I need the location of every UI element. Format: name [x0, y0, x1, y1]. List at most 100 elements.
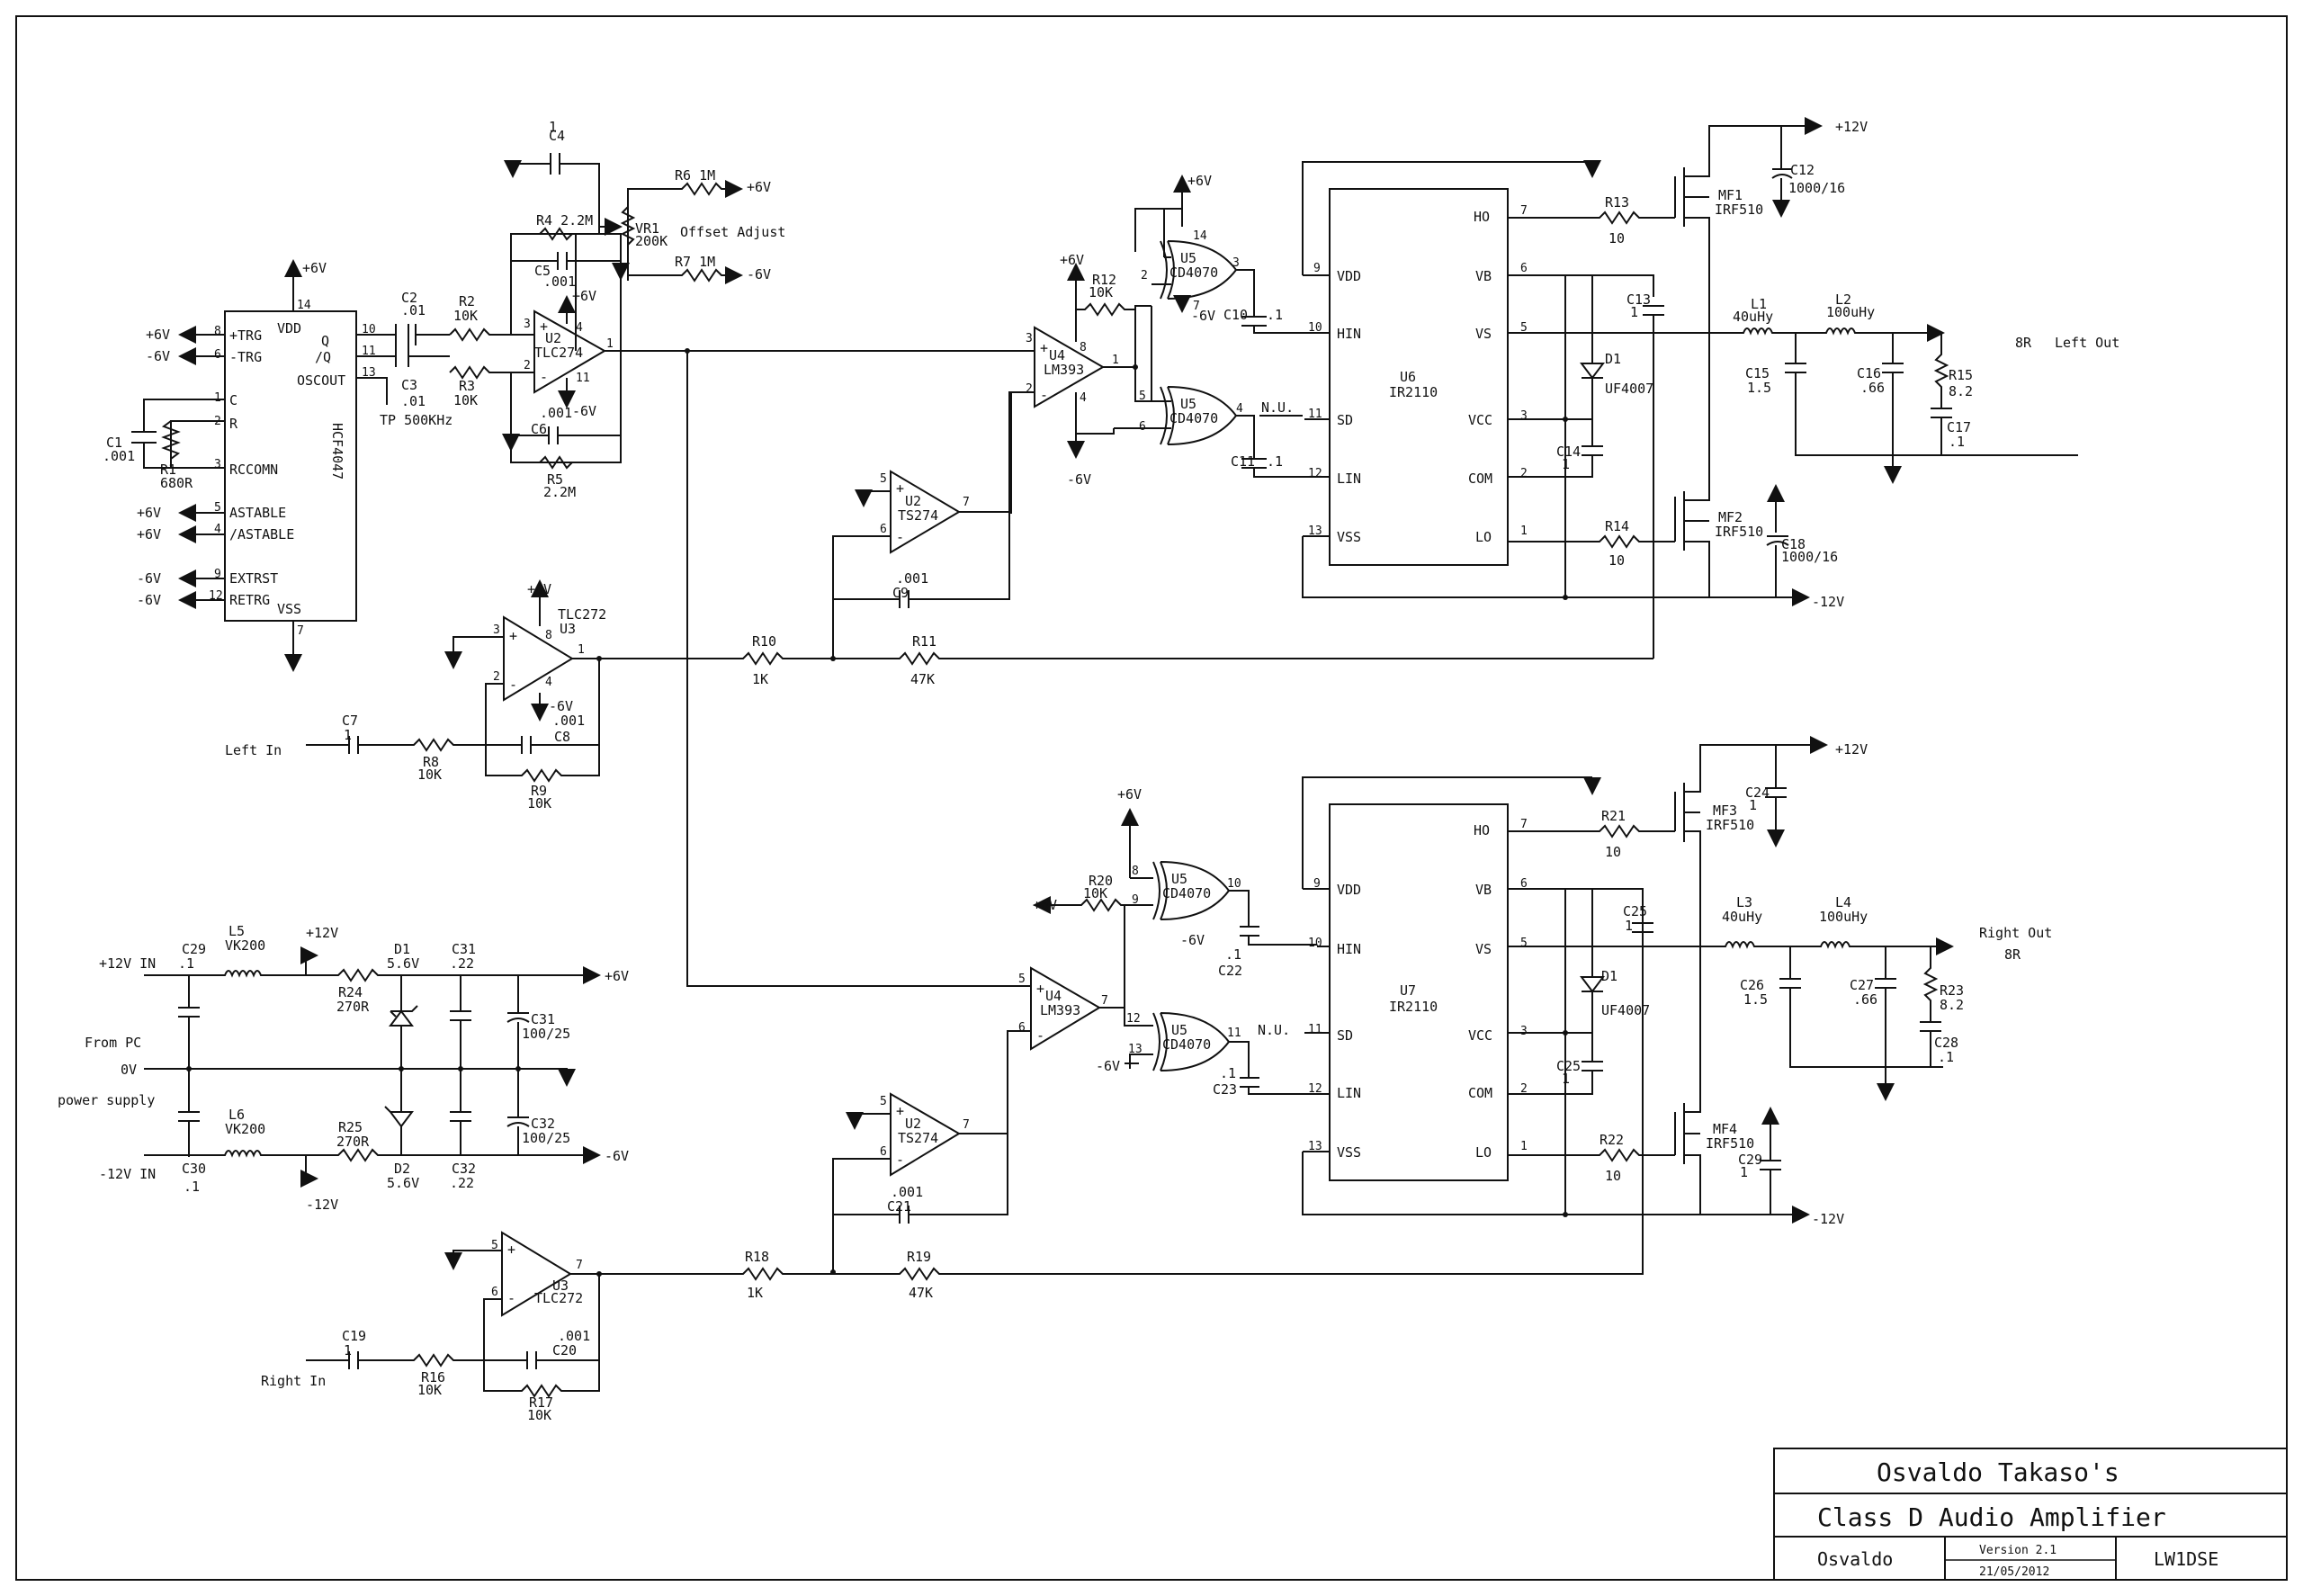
schematic-label: C12 — [1790, 162, 1815, 178]
schematic-label: 100uHy — [1819, 909, 1868, 925]
schematic-label: 11 — [362, 345, 376, 358]
schematic-label: CD4070 — [1169, 265, 1218, 281]
schematic-label: C16 — [1857, 365, 1881, 381]
schematic-label: .001 — [103, 448, 135, 464]
schematic-label: N.U. — [1258, 1022, 1290, 1038]
schematic-label: C10 — [1223, 307, 1248, 323]
schematic-label: .001 — [891, 1184, 923, 1200]
schematic-label: R12 — [1092, 272, 1116, 288]
schematic-label: 11 — [1308, 408, 1322, 421]
schematic-label: 6 — [1520, 262, 1528, 275]
schematic-label: 8.2 — [1949, 383, 1973, 399]
schematic-label: VDD — [1337, 882, 1361, 898]
schematic-label: 12 — [1308, 467, 1322, 480]
schematic-label: +6V — [605, 968, 629, 984]
schematic-label: -6V — [1067, 471, 1091, 488]
schematic-label: IRF510 — [1706, 817, 1754, 833]
schematic-label: 12 — [1308, 1082, 1322, 1096]
u1-extrst: EXTRST — [229, 570, 278, 587]
schematic-label: 3 — [524, 318, 531, 331]
schematic-label: 7 — [297, 624, 304, 638]
schematic-label: U4 — [1049, 347, 1065, 363]
schematic-label: L5 — [229, 923, 245, 939]
schematic-label: C18 — [1781, 536, 1806, 552]
schematic-label: 40uHy — [1733, 309, 1773, 325]
schematic-label: 8R — [2004, 946, 2021, 963]
schematic-label: From PC — [85, 1035, 141, 1051]
schematic-label: 1 — [1740, 1164, 1748, 1180]
schematic-label: 1 — [1625, 918, 1633, 934]
u1-nq: /Q — [315, 349, 331, 365]
schematic-label: C23 — [1213, 1081, 1237, 1098]
schematic-label: -6V — [146, 348, 170, 364]
schematic-label: 1000/16 — [1788, 180, 1845, 196]
schematic-label: 6 — [880, 523, 887, 536]
schematic-label: +12V — [1835, 741, 1868, 758]
schematic-label: TLC272 — [558, 606, 606, 623]
schematic-label: +6V — [1060, 252, 1084, 268]
schematic-label: C4 — [549, 128, 565, 144]
schematic-label: 0V — [121, 1062, 137, 1078]
schematic-label: 5 — [1520, 937, 1528, 950]
schematic-label: C17 — [1947, 419, 1971, 435]
schematic-label: 10K — [1089, 284, 1113, 300]
schematic-label: U4 — [1045, 988, 1062, 1004]
schematic-label: 1K — [752, 671, 768, 687]
schematic-label: 8 — [1080, 341, 1087, 354]
schematic-label: .001 — [896, 570, 928, 587]
schematic-label: C27 — [1850, 977, 1874, 993]
schematic-label: 6 — [491, 1286, 498, 1299]
schematic-label: UF4007 — [1605, 381, 1653, 397]
schematic-label: C26 — [1740, 977, 1764, 993]
schematic-label: -6V — [1191, 308, 1215, 324]
schematic-label: C13 — [1626, 291, 1651, 308]
schematic-label: 3 — [1026, 332, 1033, 345]
schematic-label: C9 — [892, 585, 909, 601]
schematic-label: 5 — [491, 1239, 498, 1252]
schematic-label: -6V — [137, 592, 161, 608]
schematic-label: LM393 — [1040, 1002, 1080, 1018]
schematic-label: - — [1036, 1027, 1044, 1044]
schematic-label: LM393 — [1044, 362, 1084, 378]
schematic-label: C3 — [401, 377, 417, 393]
schematic-label: 8 — [214, 325, 221, 338]
schematic-label: MF1 — [1718, 187, 1743, 203]
schematic-label: 200K — [635, 233, 668, 249]
schematic-label: 7 — [963, 496, 970, 509]
schematic-label: .1 — [1225, 946, 1241, 963]
schematic-label: R19 — [907, 1249, 931, 1265]
schematic-label: 1 — [214, 391, 221, 405]
schematic-label: SD — [1337, 1027, 1353, 1044]
schematic-label: C32 — [531, 1116, 555, 1132]
schematic-label: -6V — [747, 266, 771, 282]
schematic-label: 7 — [963, 1118, 970, 1132]
schematic-label: VDD — [1337, 268, 1361, 284]
schematic-label: R17 — [529, 1394, 553, 1411]
schematic-label: C14 — [1556, 444, 1581, 460]
u1-oscillator: VDD VSS Q /Q OSCOUT +TRG -TRG C R RCCOMN… — [103, 259, 376, 672]
schematic-label: COM — [1468, 1085, 1492, 1101]
schematic-label: R22 — [1600, 1132, 1624, 1148]
schematic-label: IR2110 — [1389, 999, 1438, 1015]
schematic-label: R18 — [745, 1249, 769, 1265]
schematic-label: C2 — [401, 290, 417, 306]
schematic-label: + — [896, 1103, 904, 1119]
schematic-label: U5 — [1171, 871, 1187, 887]
schematic-label: VCC — [1468, 412, 1492, 428]
schematic-label: 11 — [576, 372, 590, 385]
right-comparator: U4 LM393 + - 5 6 7 12 +6V R20 10K +6V 8 … — [261, 351, 1644, 1423]
schematic-label: UF4007 — [1601, 1002, 1650, 1018]
schematic-label: 2.2M — [543, 484, 576, 500]
power-supply: +12V IN -12V IN From PC 0V power supply … — [58, 923, 629, 1213]
schematic-label: 4 — [1080, 391, 1087, 405]
schematic-label: C25 — [1556, 1058, 1581, 1074]
schematic-label: 3 — [1232, 256, 1240, 270]
schematic-label: .1 — [178, 955, 194, 972]
schematic-label: C21 — [887, 1198, 911, 1215]
schematic-label: +12V — [1835, 119, 1868, 135]
left-comparator: U4 LM393 + - 3 2 8 4 1 +6V -6V R12 10K U… — [832, 173, 1317, 657]
schematic-label: 1 — [1520, 525, 1528, 538]
schematic-label: VCC — [1468, 1027, 1492, 1044]
schematic-label: 14 — [1193, 229, 1207, 243]
schematic-label: 9 — [1313, 262, 1321, 275]
